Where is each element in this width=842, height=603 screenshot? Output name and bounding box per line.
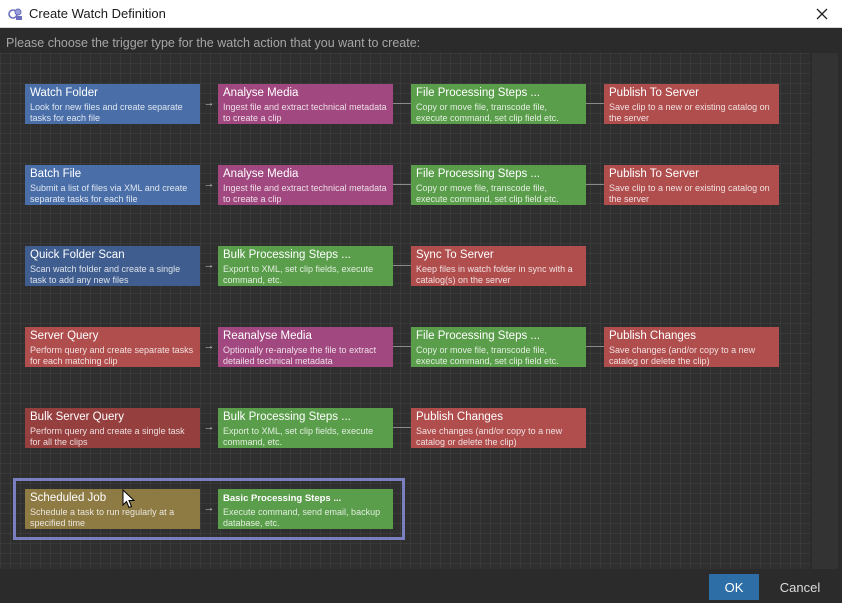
step-title: Sync To Server xyxy=(416,249,494,261)
arrow-right-icon: → xyxy=(203,178,215,190)
step-description: Copy or move file, transcode file, execu… xyxy=(416,102,559,123)
close-icon xyxy=(816,8,828,20)
trigger-description: Look for new files and create separate t… xyxy=(30,102,183,123)
trigger-description: Schedule a task to run regularly at a sp… xyxy=(30,507,175,528)
ok-button[interactable]: OK xyxy=(709,574,759,600)
trigger-title: Quick Folder Scan xyxy=(30,249,125,261)
step-connector xyxy=(586,103,604,104)
step-description: Save clip to a new or existing catalog o… xyxy=(609,183,770,204)
step-title: File Processing Steps ... xyxy=(416,168,540,180)
step-box: File Processing Steps ... Copy or move fi… xyxy=(411,327,586,367)
step-title: Publish To Server xyxy=(609,168,699,180)
step-title: File Processing Steps ... xyxy=(416,87,540,99)
selection-highlight xyxy=(13,478,405,540)
trigger-title: Watch Folder xyxy=(30,87,98,99)
step-title: Bulk Processing Steps ... xyxy=(223,411,351,423)
app-icon xyxy=(8,8,22,20)
step-connector xyxy=(393,184,411,185)
cancel-button[interactable]: Cancel xyxy=(768,574,832,600)
step-title: Basic Processing Steps ... xyxy=(223,493,342,504)
step-connector xyxy=(393,346,411,347)
step-description: Ingest file and extract technical metada… xyxy=(223,102,387,123)
instruction-text: Please choose the trigger type for the w… xyxy=(6,36,421,50)
step-box: Basic Processing Steps ... Execute comman… xyxy=(218,489,393,529)
step-connector xyxy=(393,265,411,266)
step-description: Execute command, send email, backup data… xyxy=(223,507,381,528)
trigger-title: Scheduled Job xyxy=(30,492,107,504)
step-description: Optionally re-analyse the file to extrac… xyxy=(223,345,377,366)
arrow-right-icon: → xyxy=(203,502,215,514)
step-description: Copy or move file, transcode file, execu… xyxy=(416,183,559,204)
step-title: Analyse Media xyxy=(223,168,299,180)
step-description: Export to XML, set clip fields, execute … xyxy=(223,264,374,285)
step-description: Copy or move file, transcode file, execu… xyxy=(416,345,559,366)
step-description: Ingest file and extract technical metada… xyxy=(223,183,387,204)
arrow-right-icon: → xyxy=(203,340,215,352)
step-box: File Processing Steps ... Copy or move fi… xyxy=(411,84,586,124)
trigger-canvas xyxy=(0,53,810,569)
mouse-cursor-icon xyxy=(122,489,136,509)
arrow-right-icon: → xyxy=(203,259,215,271)
arrow-right-icon: → xyxy=(203,421,215,433)
step-connector xyxy=(393,103,411,104)
trigger-description: Perform query and create a single task f… xyxy=(30,426,185,447)
step-title: File Processing Steps ... xyxy=(416,330,540,342)
trigger-title: Batch File xyxy=(30,168,82,180)
step-connector xyxy=(586,346,604,347)
trigger-title: Bulk Server Query xyxy=(30,411,124,423)
step-title: Publish Changes xyxy=(416,411,503,423)
step-box: Bulk Processing Steps ... Export to XML, … xyxy=(218,408,393,448)
step-box: Bulk Processing Steps ... Export to XML, … xyxy=(218,246,393,286)
trigger-title: Server Query xyxy=(30,330,99,342)
step-connector xyxy=(586,184,604,185)
trigger-description: Perform query and create separate tasks … xyxy=(30,345,194,366)
step-title: Publish Changes xyxy=(609,330,696,342)
step-title: Analyse Media xyxy=(223,87,299,99)
step-description: Save changes (and/or copy to a new catal… xyxy=(416,426,563,447)
trigger-description: Scan watch folder and create a single ta… xyxy=(30,264,181,285)
step-title: Bulk Processing Steps ... xyxy=(223,249,351,261)
step-description: Save clip to a new or existing catalog o… xyxy=(609,102,770,123)
step-title: Publish To Server xyxy=(609,87,699,99)
close-button[interactable] xyxy=(802,0,842,28)
window-title: Create Watch Definition xyxy=(29,6,166,21)
step-description: Keep files in watch folder in sync with … xyxy=(416,264,573,285)
canvas-side-panel xyxy=(812,53,838,569)
step-connector xyxy=(393,427,411,428)
step-description: Save changes (and/or copy to a new catal… xyxy=(609,345,756,366)
trigger-description: Submit a list of files via XML and creat… xyxy=(30,183,188,204)
step-title: Reanalyse Media xyxy=(223,330,312,342)
step-box: File Processing Steps ... Copy or move fi… xyxy=(411,165,586,205)
title-bar: Create Watch Definition xyxy=(0,0,842,28)
arrow-right-icon: → xyxy=(203,97,215,109)
step-description: Export to XML, set clip fields, execute … xyxy=(223,426,374,447)
